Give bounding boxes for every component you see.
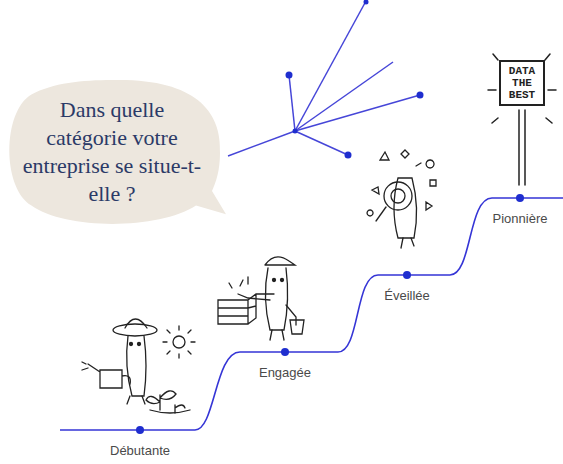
network-dots (286, 0, 424, 159)
gardener-figure (82, 319, 195, 413)
network-lines (228, 1, 420, 156)
stage-label: Pionnière (493, 211, 548, 226)
stage-dots (136, 194, 524, 434)
node-text: DATA THE BEST (503, 65, 541, 101)
node-text: Dans quelle catégorie votre entreprise s… (20, 96, 204, 208)
bubble-shape (9, 80, 226, 224)
stage-label: Engagée (259, 365, 311, 380)
speech-bubble: Dans quelle catégorie votre entreprise s… (6, 80, 218, 226)
builder-figure (218, 257, 304, 340)
picket-sign: DATA THE BEST (499, 60, 545, 106)
explorer-figure (367, 150, 436, 248)
sign-post (488, 54, 556, 185)
stage-label: Débutante (110, 443, 170, 458)
staircase-line (60, 198, 563, 430)
stage-label: Éveillée (384, 288, 430, 303)
